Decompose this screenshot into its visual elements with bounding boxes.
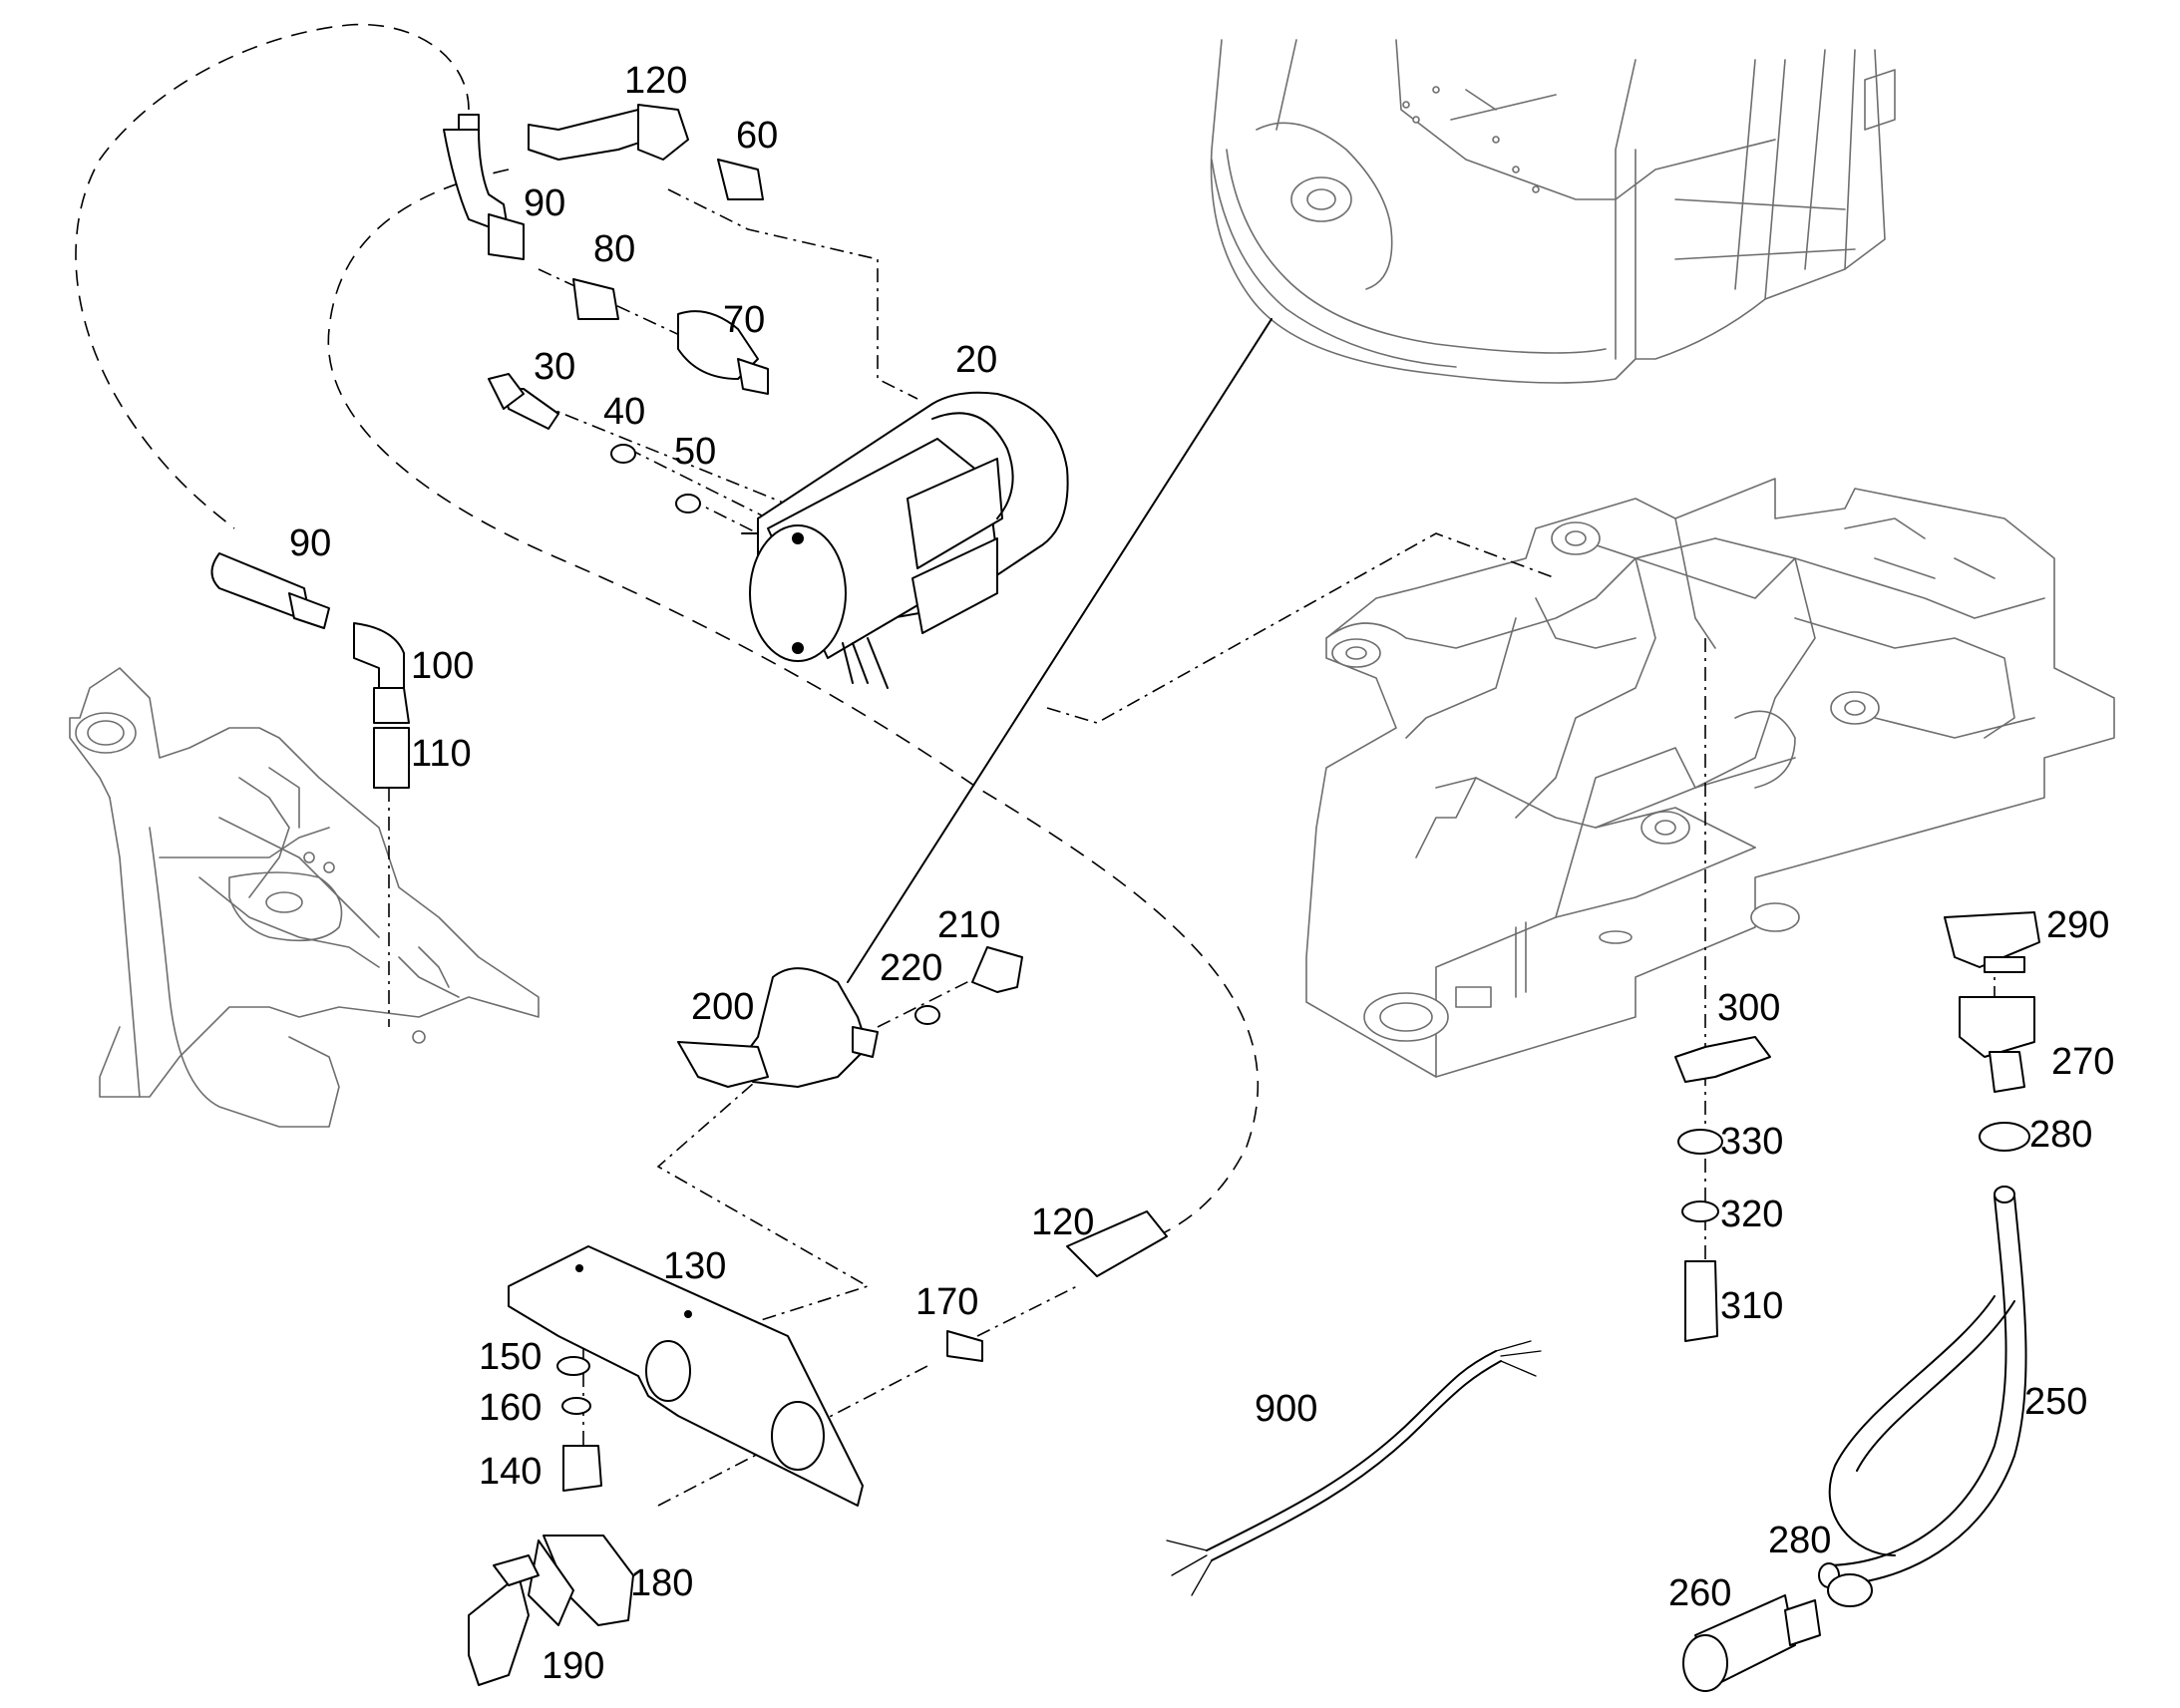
hose-assembly-top: [443, 104, 769, 513]
shutoff-valve: [677, 946, 1023, 1088]
callout-50: 50: [674, 431, 716, 473]
leader-line: [847, 318, 1272, 983]
cable-harness: [1166, 1340, 1542, 1596]
callout-70: 70: [723, 299, 765, 341]
callout-210: 210: [937, 904, 1000, 946]
callout-30: 30: [534, 346, 575, 388]
callout-120-top: 120: [624, 60, 687, 102]
callout-100: 100: [411, 645, 474, 687]
callout-270: 270: [2051, 1041, 2114, 1083]
tank-and-bracket-outline: [69, 667, 540, 1128]
callout-280-lower: 280: [1768, 1520, 1831, 1561]
callout-300: 300: [1717, 987, 1780, 1029]
quick-coupling-lower: [468, 1535, 634, 1686]
callout-280-upper: 280: [2029, 1114, 2092, 1156]
callout-320: 320: [1720, 1194, 1783, 1235]
quick-coupling-upper: [1944, 911, 2040, 1093]
pump-motor: [741, 391, 1069, 689]
callout-130: 130: [663, 1245, 726, 1287]
callout-200: 200: [691, 986, 754, 1028]
chassis-frame-outline: [1305, 478, 2115, 1078]
callout-110: 110: [411, 733, 472, 775]
callout-180: 180: [630, 1562, 693, 1604]
callout-90-top: 90: [524, 182, 565, 224]
callout-220: 220: [880, 947, 942, 989]
callout-80: 80: [593, 228, 635, 270]
callout-120-bottom: 120: [1031, 1201, 1094, 1243]
callout-290: 290: [2046, 904, 2109, 946]
mounting-bracket: [508, 1210, 1168, 1507]
callout-310: 310: [1720, 1285, 1783, 1327]
callout-900: 900: [1255, 1388, 1317, 1430]
callout-140: 140: [479, 1451, 542, 1493]
callout-90-left: 90: [289, 522, 331, 564]
suction-hose-assembly: [1682, 1122, 2030, 1692]
callout-labels: 20 30 40 50 60 70 80 90 90 100 110 120 1…: [289, 60, 2114, 1687]
callout-170: 170: [915, 1281, 978, 1323]
callout-20: 20: [955, 339, 997, 381]
callout-190: 190: [542, 1645, 604, 1687]
hose-fittings-left: [210, 552, 410, 789]
callout-160: 160: [479, 1387, 542, 1429]
callout-330: 330: [1720, 1121, 1783, 1163]
callout-260: 260: [1668, 1572, 1731, 1614]
callout-40: 40: [603, 391, 645, 433]
callout-60: 60: [736, 115, 778, 157]
cab-outline: [1210, 39, 1896, 384]
callout-250: 250: [2024, 1381, 2087, 1423]
callout-150: 150: [479, 1336, 542, 1378]
clamp-bolt-stack: [1674, 1036, 1771, 1342]
